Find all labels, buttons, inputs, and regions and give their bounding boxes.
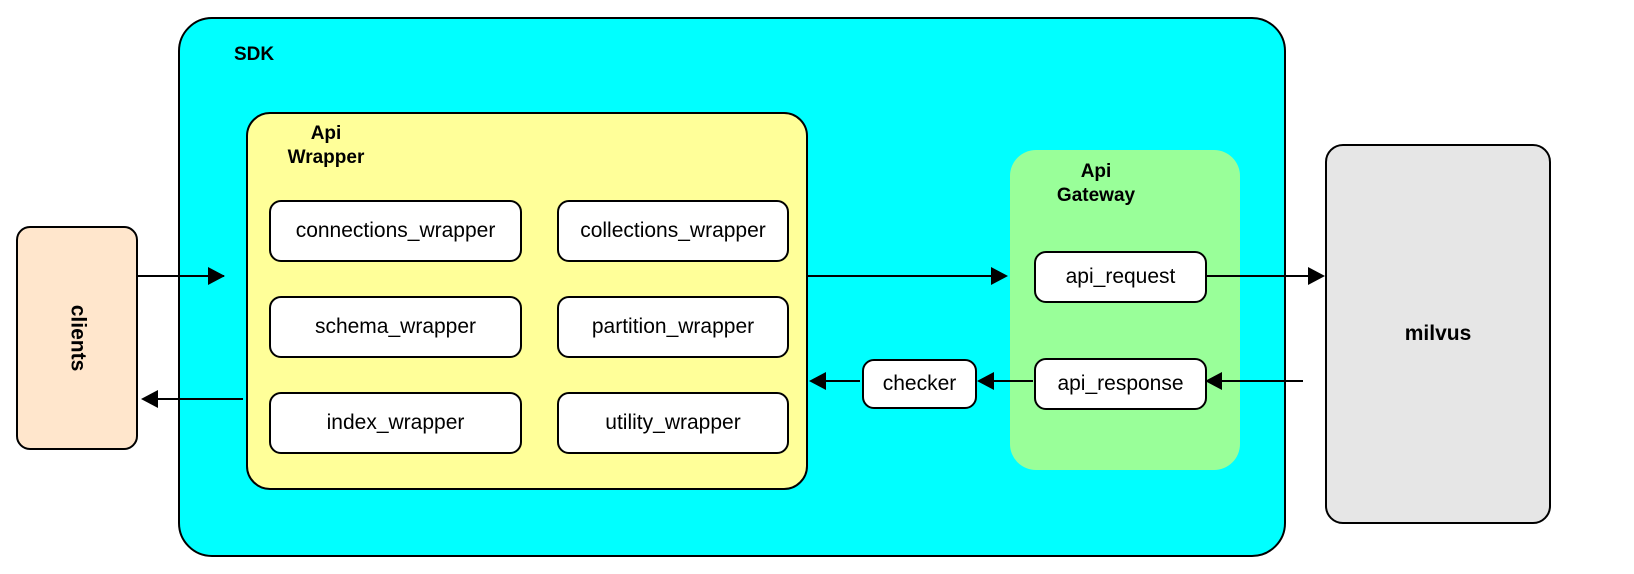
node-utility-wrapper-label: utility_wrapper — [605, 411, 741, 434]
node-collections-wrapper[interactable]: collections_wrapper — [557, 200, 789, 262]
node-checker[interactable]: checker — [862, 359, 977, 409]
edge-apiresponse-to-checker-arrowhead — [977, 372, 994, 390]
edge-milvus-to-apiresponse — [1219, 380, 1303, 382]
node-clients-label: clients — [66, 304, 89, 372]
node-milvus-label: milvus — [1404, 322, 1472, 345]
group-api-gateway-label: Api Gateway — [1056, 161, 1136, 207]
edge-wrapper-to-gateway — [806, 275, 992, 277]
node-api-response-label: api_response — [1057, 372, 1184, 395]
edge-apirequest-to-milvus-arrowhead — [1308, 267, 1325, 285]
edge-milvus-to-apiresponse-arrowhead — [1205, 372, 1222, 390]
node-connections-wrapper[interactable]: connections_wrapper — [269, 200, 522, 262]
node-partition-wrapper[interactable]: partition_wrapper — [557, 296, 789, 358]
node-schema-wrapper-label: schema_wrapper — [314, 315, 477, 338]
edge-checker-to-wrapper — [824, 380, 860, 382]
group-sdk: SDK Api Wrapper connections_wrapper coll… — [178, 17, 1286, 557]
group-sdk-label: SDK — [233, 44, 275, 65]
node-connections-wrapper-label: connections_wrapper — [295, 219, 496, 242]
node-api-response[interactable]: api_response — [1034, 358, 1207, 410]
edge-wrapper-to-clients-arrowhead — [141, 390, 158, 408]
node-index-wrapper[interactable]: index_wrapper — [269, 392, 522, 454]
edge-checker-to-wrapper-arrowhead — [809, 372, 826, 390]
edge-wrapper-to-gateway-arrowhead — [991, 267, 1008, 285]
group-api-wrapper: Api Wrapper connections_wrapper collecti… — [246, 112, 808, 490]
group-api-wrapper-label: Api Wrapper — [287, 123, 365, 169]
node-clients[interactable]: clients — [16, 226, 138, 450]
node-collections-wrapper-label: collections_wrapper — [580, 219, 766, 242]
edge-apirequest-to-milvus — [1205, 275, 1310, 277]
edge-clients-to-wrapper — [138, 275, 224, 277]
edge-clients-to-wrapper-arrowhead — [208, 267, 225, 285]
group-api-gateway: Api Gateway api_request api_response — [1010, 150, 1240, 470]
edge-apiresponse-to-checker — [991, 380, 1033, 382]
node-api-request-label: api_request — [1065, 265, 1176, 288]
node-api-request[interactable]: api_request — [1034, 251, 1207, 303]
node-checker-label: checker — [882, 372, 957, 395]
node-partition-wrapper-label: partition_wrapper — [591, 315, 755, 338]
edge-wrapper-to-clients — [155, 398, 243, 400]
node-milvus[interactable]: milvus — [1325, 144, 1551, 524]
node-utility-wrapper[interactable]: utility_wrapper — [557, 392, 789, 454]
node-index-wrapper-label: index_wrapper — [326, 411, 465, 434]
node-schema-wrapper[interactable]: schema_wrapper — [269, 296, 522, 358]
